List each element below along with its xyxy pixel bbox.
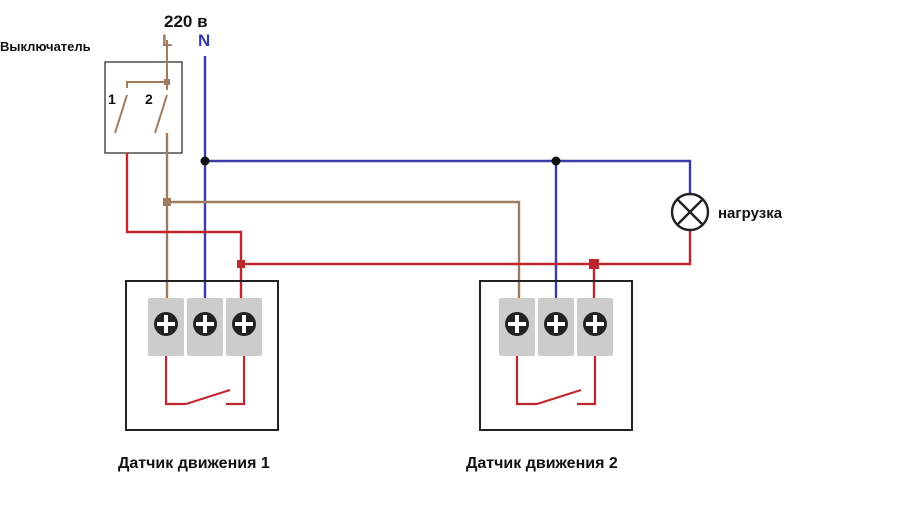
terminal-screw-icon [154, 312, 178, 336]
relay-contact [515, 356, 597, 406]
relay-contact [164, 356, 246, 406]
lamp-icon [670, 192, 710, 232]
switch-junction [164, 79, 170, 85]
switch-box [104, 61, 183, 154]
terminal-screw-icon [544, 312, 568, 336]
voltage-label: 220 в [164, 12, 208, 31]
neutral-label: N [198, 31, 210, 50]
neutral-node-right [551, 156, 561, 166]
load-label: нагрузка [718, 205, 783, 222]
switched-junction-left [237, 260, 245, 268]
terminal-screw-icon [505, 312, 529, 336]
phase-junction [163, 198, 171, 206]
phase-wires [165, 133, 521, 298]
switch-pos-2: 2 [145, 91, 153, 107]
switch-contacts [114, 40, 168, 134]
sensor-2-label: Датчик движения 2 [466, 455, 618, 472]
motion-sensor-1 [125, 280, 279, 431]
switched-wires [125, 153, 692, 298]
switch-pos-1: 1 [108, 91, 116, 107]
sensor-1-label: Датчик движения 1 [118, 455, 270, 472]
neutral-wires [203, 56, 692, 298]
motion-sensor-2 [479, 280, 633, 431]
terminal-screw-icon [193, 312, 217, 336]
switch-title: Выключатель [0, 39, 91, 54]
switched-junction-right [589, 259, 599, 269]
terminal-screw-icon [583, 312, 607, 336]
neutral-node-left [200, 156, 210, 166]
terminal-screw-icon [232, 312, 256, 336]
